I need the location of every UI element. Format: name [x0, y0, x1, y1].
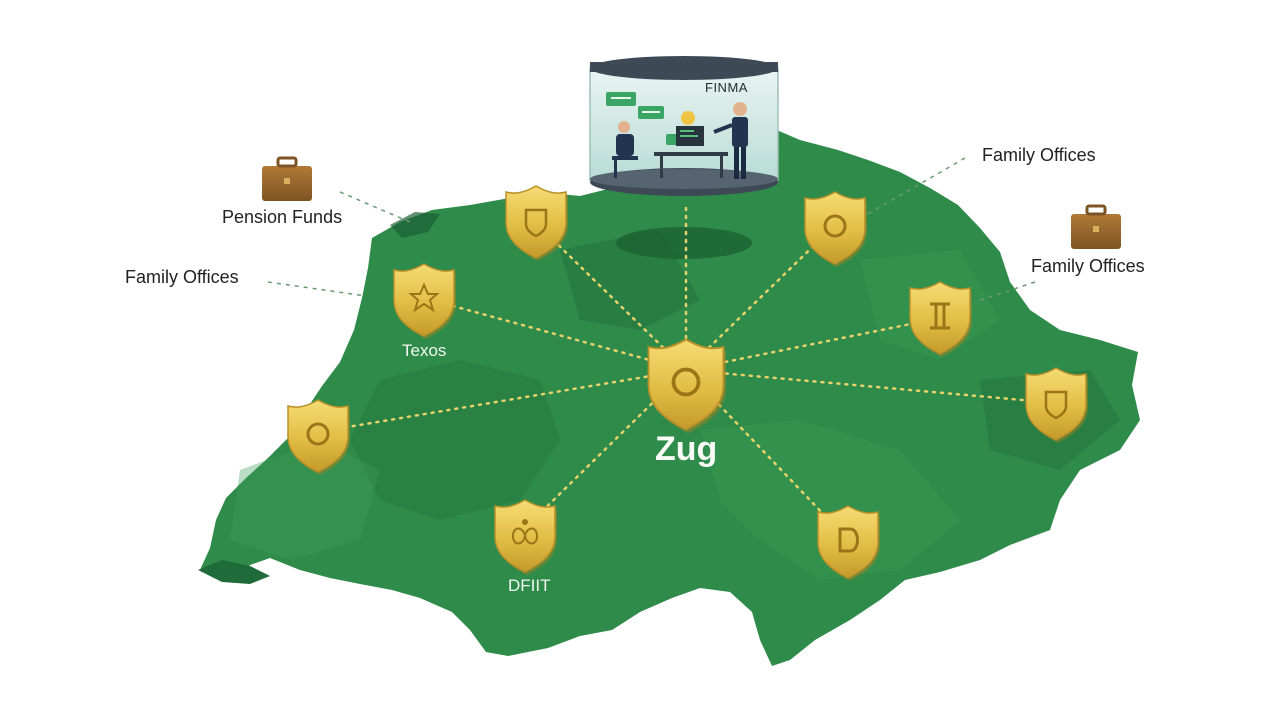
shield-far-east-crest-icon [1025, 367, 1088, 443]
shield-north-east-circle-icon [804, 191, 867, 267]
leader-pension-funds [339, 191, 411, 223]
finma-building [589, 56, 779, 196]
city-label-texos: Texos [402, 341, 447, 360]
region-shade [230, 440, 380, 560]
connector-east [684, 316, 942, 372]
shield-east-roman-two-icon [909, 281, 972, 357]
briefcase-icon [1071, 204, 1121, 249]
region-shade [700, 420, 960, 580]
region-shade [350, 360, 560, 520]
connector-west [316, 368, 688, 434]
shield-center-circle-icon [647, 338, 726, 434]
briefcase-icon [262, 156, 312, 201]
connector-south-west [523, 368, 688, 530]
lake-geneva [198, 560, 270, 584]
lake-north [390, 212, 440, 238]
shield-markers [287, 185, 1088, 581]
connector-north-west [422, 296, 688, 372]
seated-person-icon [612, 121, 638, 178]
shield-west-circle-icon [287, 399, 350, 475]
city-label-dfiit: DFIIT [508, 576, 551, 595]
investor-label-family-offices-north-east: Family Offices [982, 145, 1096, 165]
hub-shadow [616, 227, 752, 259]
investor-leaders [267, 157, 1036, 303]
investor-label-family-offices-east: Family Offices [1031, 256, 1145, 276]
leader-family-offices-east [974, 281, 1036, 303]
connector-north [536, 223, 688, 372]
shield-north-shield-crest-icon [505, 185, 568, 261]
standing-person-icon [713, 102, 748, 179]
shield-south-west-infinity-icon [494, 499, 557, 575]
finma-label: FINMA [705, 80, 748, 95]
zug-hub-label: Zug [655, 430, 718, 468]
lightbulb-icon [681, 111, 695, 125]
leader-family-offices-north-east [865, 157, 966, 216]
shield-north-west-star-icon [393, 263, 456, 339]
shield-south-east-d-letter-icon [817, 505, 880, 581]
connector-far-east [684, 368, 1058, 405]
investor-label-pension-funds: Pension Funds [222, 207, 343, 227]
investor-label-family-offices-west: Family Offices [125, 267, 239, 287]
connector-north-east [684, 223, 837, 372]
leader-family-offices-west [267, 281, 367, 297]
